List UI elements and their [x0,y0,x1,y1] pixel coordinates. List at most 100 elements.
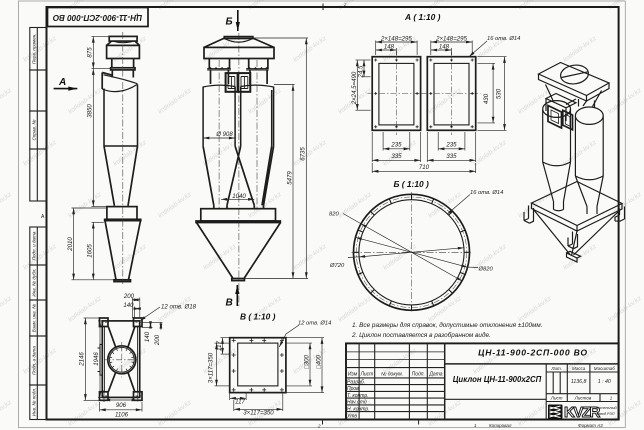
svg-text:Н. контр.: Н. контр. [347,406,370,412]
svg-text:530: 530 [496,88,503,99]
svg-text:kotlolab-kv.kz: kotlolab-kv.kz [112,243,148,272]
svg-text:Ø720: Ø720 [329,263,345,269]
svg-text:В ( 1:10 ): В ( 1:10 ) [240,311,276,321]
svg-text:6735: 6735 [300,147,307,161]
svg-text:Пров.: Пров. [347,386,360,392]
svg-text:kotlolab-kv.kz: kotlolab-kv.kz [0,295,13,324]
svg-text:Ø 908: Ø 908 [215,132,233,138]
svg-text:Инв. № подл.: Инв. № подл. [32,388,37,417]
svg-text:1. Все размеры для справок, до: 1. Все размеры для справок, допустимые о… [352,321,543,329]
svg-text:kotlolab-kv.kz: kotlolab-kv.kz [472,139,508,168]
svg-text:12 отв. Ø14: 12 отв. Ø14 [298,320,331,326]
svg-text:А: А [58,77,66,88]
svg-text:kotlolab-kv.kz: kotlolab-kv.kz [22,35,58,64]
svg-text:820: 820 [329,212,339,218]
svg-text:Подп. и дата: Подп. и дата [32,346,37,375]
svg-text:kotlolab-kv.kz: kotlolab-kv.kz [337,0,373,12]
svg-text:1136,8: 1136,8 [571,379,587,385]
svg-text:2×148=295: 2×148=295 [435,36,467,43]
svg-text:kotlolab-kv.kz: kotlolab-kv.kz [22,347,58,376]
svg-text:235: 235 [390,142,402,149]
svg-text:kotlolab-kv.kz: kotlolab-kv.kz [517,399,553,428]
svg-text:Дата: Дата [428,372,442,378]
svg-text:Изм: Изм [348,372,358,378]
svg-text:kotlolab-kv.kz: kotlolab-kv.kz [382,243,418,272]
svg-text:kotlolab-kv.kz: kotlolab-kv.kz [22,139,58,168]
svg-text:□400: □400 [315,354,322,368]
svg-text:завод РЗП: завод РЗП [595,412,615,416]
svg-text:Справ. №: Справ. № [32,120,37,141]
svg-text:Масса: Масса [572,366,586,371]
svg-text:3×117=350: 3×117=350 [208,352,215,383]
svg-text:Формат А3: Формат А3 [578,423,603,428]
svg-text:kotlolab-kv.kz: kotlolab-kv.kz [427,0,463,12]
svg-text:kotlolab-kv.kz: kotlolab-kv.kz [427,87,463,116]
svg-text:2: 2 [317,424,321,429]
svg-text:KVZR: KVZR [564,404,601,421]
svg-text:430: 430 [483,93,490,104]
svg-text:140: 140 [123,302,134,309]
svg-text:1: 1 [610,396,613,401]
svg-text:Взам. инв. №: Взам. инв. № [32,304,37,332]
svg-text:1946: 1946 [93,352,100,366]
svg-text:710: 710 [419,164,430,171]
svg-text:Масштаб: Масштаб [594,366,615,371]
svg-text:А ( 1:10 ): А ( 1:10 ) [404,12,441,22]
svg-text:12 отв. Ø18: 12 отв. Ø18 [161,304,197,311]
svg-text:kotlolab-kv.kz: kotlolab-kv.kz [0,87,13,116]
svg-text:16 отв. Ø14: 16 отв. Ø14 [487,36,520,42]
svg-text:200: 200 [123,293,135,300]
svg-text:117: 117 [216,341,223,351]
svg-text:Инв. № дубл.: Инв. № дубл. [32,268,37,296]
svg-text:kotlolab-kv.kz: kotlolab-kv.kz [517,295,553,324]
svg-text:kotlolab-kv.kz: kotlolab-kv.kz [247,87,283,116]
svg-text:kotlolab-kv.kz: kotlolab-kv.kz [157,191,193,220]
svg-text:kotlolab-kv.kz: kotlolab-kv.kz [202,139,238,168]
svg-text:Б: Б [226,17,233,28]
svg-text:Циклон ЦН-11-900х2СП: Циклон ЦН-11-900х2СП [453,375,542,384]
svg-text:Лит.: Лит. [550,366,562,371]
svg-text:1 : 40: 1 : 40 [598,379,611,385]
svg-text:Котельный: Котельный [596,406,618,410]
svg-text:kotlolab-kv.kz: kotlolab-kv.kz [337,295,373,324]
svg-text:5479: 5479 [286,171,293,185]
svg-text:kotlolab-kv.kz: kotlolab-kv.kz [67,0,103,12]
svg-text:1: 1 [474,423,477,428]
svg-text:Подп.: Подп. [412,372,425,378]
svg-text:Ø820: Ø820 [478,267,494,273]
svg-text:2×148=295: 2×148=295 [380,36,412,43]
svg-text:kotlolab-kv.kz: kotlolab-kv.kz [67,191,103,220]
svg-text:А: А [41,214,45,220]
svg-text:kotlolab-kv.kz: kotlolab-kv.kz [157,399,193,428]
svg-text:3×117=350: 3×117=350 [243,410,274,417]
svg-text:В: В [226,298,233,309]
svg-text:kotlolab-kv.kz: kotlolab-kv.kz [292,243,328,272]
svg-text:2×24,5=490: 2×24,5=490 [351,71,358,105]
svg-text:3850: 3850 [87,104,94,118]
svg-text:335: 335 [446,153,457,160]
svg-text:335: 335 [391,153,402,160]
svg-text:kotlolab-kv.kz: kotlolab-kv.kz [517,0,553,12]
svg-text:Утв: Утв [347,414,357,420]
svg-text:1040: 1040 [232,193,246,200]
svg-text:kotlolab-kv.kz: kotlolab-kv.kz [562,35,598,64]
svg-text:2146: 2146 [79,352,86,367]
svg-text:148: 148 [439,43,450,50]
svg-text:kotlolab-kv.kz: kotlolab-kv.kz [0,399,13,428]
svg-text:Копировал: Копировал [489,423,512,428]
svg-text:kotlolab-kv.kz: kotlolab-kv.kz [202,243,238,272]
svg-text:kotlolab-kv.kz: kotlolab-kv.kz [247,0,283,12]
svg-text:140: 140 [144,331,151,342]
svg-text:117: 117 [235,398,245,405]
svg-text:Разраб.: Разраб. [347,379,365,385]
svg-text:Б ( 1:10 ): Б ( 1:10 ) [394,179,429,189]
svg-text:235: 235 [445,142,457,149]
svg-text:kotlolab-kv.kz: kotlolab-kv.kz [67,87,103,116]
svg-text:Лист: Лист [550,396,563,401]
svg-text:kotlolab-kv.kz: kotlolab-kv.kz [0,191,13,220]
svg-text:kotlolab-kv.kz: kotlolab-kv.kz [0,0,13,12]
svg-text:Лист: Лист [359,372,373,378]
svg-text:kotlolab-kv.kz: kotlolab-kv.kz [67,399,103,428]
svg-text:kotlolab-kv.kz: kotlolab-kv.kz [157,0,193,12]
svg-text:kotlolab-kv.kz: kotlolab-kv.kz [292,35,328,64]
